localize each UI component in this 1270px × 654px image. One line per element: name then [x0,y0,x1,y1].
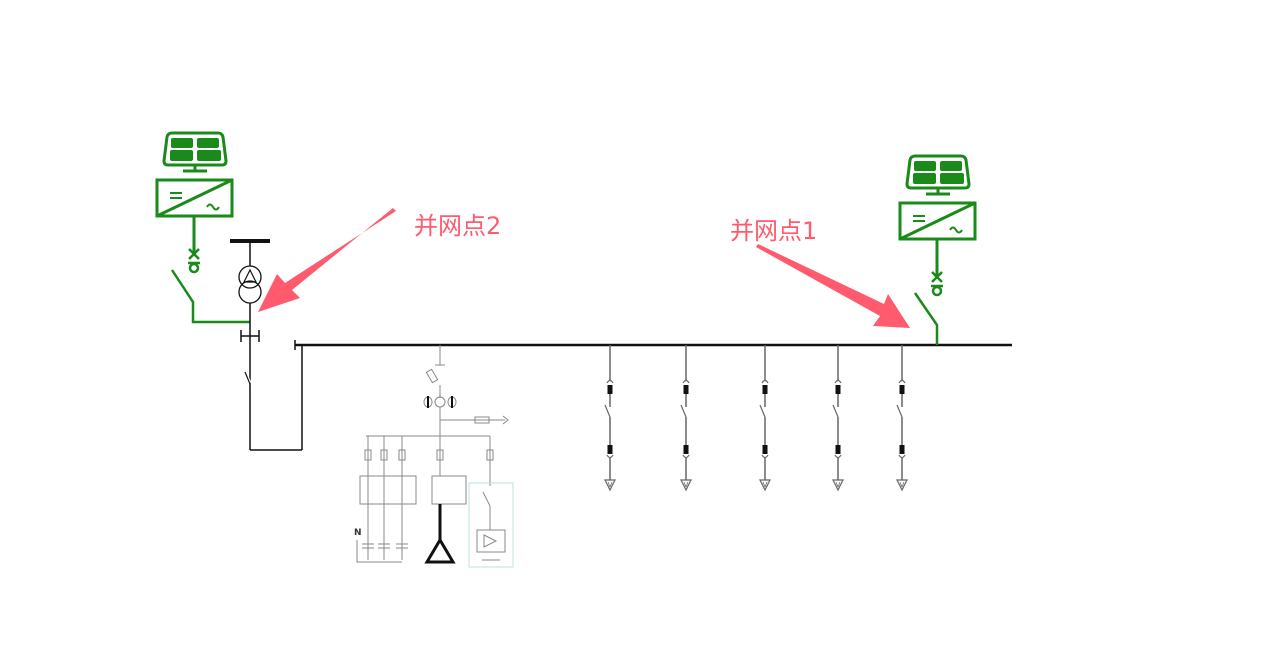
feeder-1 [604,344,616,491]
outgoing-feeders [604,344,908,491]
neutral-label: N [354,528,362,538]
transformer-branch [230,239,303,451]
arrow-icon [258,208,396,312]
compensation-cabinet [356,345,514,568]
breaker-switch-icon [170,269,250,324]
solar-panel-icon [898,154,977,297]
transformer-icon [238,265,262,304]
pv-system-right [898,154,977,345]
arrow-icon [756,244,910,328]
feeder-3 [759,344,771,491]
feeder-2 [680,344,692,491]
grid-point-1-label: 并网点1 [730,217,818,245]
breaker-switch-icon [913,292,939,345]
feeder-5 [896,344,908,491]
pv-system-left [155,131,250,324]
grid-point-2-label: 并网点2 [414,212,502,240]
solar-panel-icon [155,131,234,274]
feeder-4 [832,344,844,491]
